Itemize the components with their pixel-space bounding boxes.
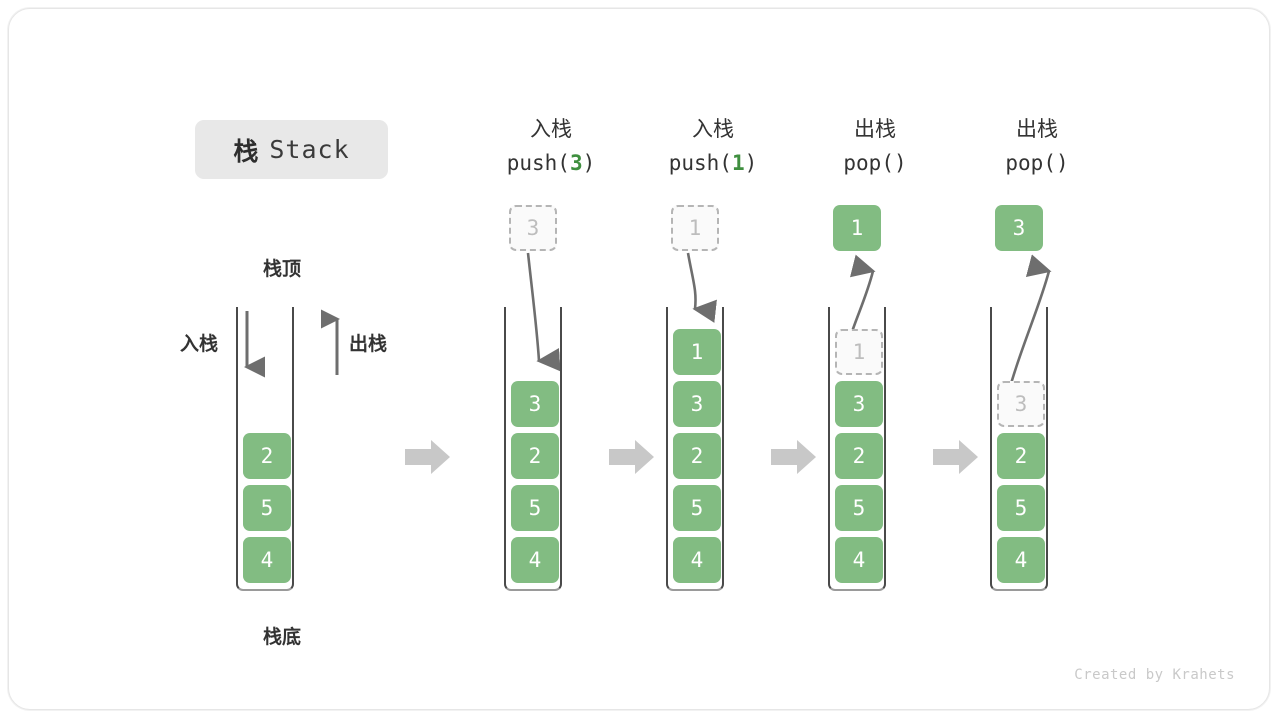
- stack-cell: 2: [511, 433, 559, 479]
- stack-cell: 5: [835, 485, 883, 531]
- column-header-code: push(1): [668, 150, 758, 175]
- column-header-code: pop(): [843, 150, 907, 175]
- stack-column-initial: 2 5 4: [203, 9, 363, 709]
- stack-cell: 4: [511, 537, 559, 583]
- stack-cell: 3: [835, 381, 883, 427]
- stack-cell: 5: [243, 485, 291, 531]
- step-arrow-icon: [933, 440, 978, 474]
- title-cn: 栈: [233, 137, 260, 166]
- stack-cell: 3: [511, 381, 559, 427]
- stack-container: 3 2 5 4: [504, 307, 562, 591]
- stack-cell: 5: [997, 485, 1045, 531]
- column-header-cn: 出栈: [1016, 118, 1058, 141]
- column-header: 入栈 push(3): [471, 114, 631, 179]
- stack-container: 3 2 5 4: [990, 307, 1048, 591]
- column-header: 入栈 push(1): [633, 114, 793, 179]
- stack-cell: 4: [835, 537, 883, 583]
- stack-cell: 4: [243, 537, 291, 583]
- stack-column-push-1: 入栈 push(1) 1 3 2 5 4 1: [633, 9, 793, 709]
- stack-cell: 2: [835, 433, 883, 479]
- stack-cell: 3: [673, 381, 721, 427]
- stack-column-push-3: 入栈 push(3) 3 2 5 4 3: [471, 9, 631, 709]
- step-arrow-icon: [771, 440, 816, 474]
- step-arrow-icon: [405, 440, 450, 474]
- pop-direction-label: 出栈: [349, 334, 388, 355]
- title-badge: 栈 Stack: [195, 120, 388, 179]
- incoming-value-box: 3: [509, 205, 557, 251]
- stack-cell: 4: [997, 537, 1045, 583]
- step-arrow-icon: [609, 440, 654, 474]
- stack-cell: 5: [511, 485, 559, 531]
- column-header: 出栈 pop(): [957, 114, 1117, 179]
- watermark: Created by Krahets: [1074, 667, 1235, 683]
- stack-cell: 4: [673, 537, 721, 583]
- stack-cell: 5: [673, 485, 721, 531]
- code-argument: 1: [731, 150, 745, 175]
- column-header-cn: 入栈: [530, 118, 572, 141]
- stack-bottom-label: 栈底: [263, 627, 302, 648]
- code-argument: 3: [569, 150, 583, 175]
- stack-cell-ghost: 3: [997, 381, 1045, 427]
- popped-value-box: 3: [995, 205, 1043, 251]
- pop-direction-arrow-icon: [321, 307, 340, 375]
- push-direction-label: 入栈: [180, 334, 219, 355]
- title-en: Stack: [269, 135, 350, 164]
- incoming-value-box: 1: [671, 205, 719, 251]
- stack-column-pop-1: 出栈 pop() 1 3 2 5 4 1: [795, 9, 955, 709]
- popped-value-box: 1: [833, 205, 881, 251]
- stack-container: 1 3 2 5 4: [666, 307, 724, 591]
- stack-cell: 2: [997, 433, 1045, 479]
- stack-column-pop-2: 出栈 pop() 3 2 5 4 3: [957, 9, 1117, 709]
- diagram-card: 栈 Stack 栈顶 栈底 入栈 出栈 2 5 4 入栈 push(3): [8, 8, 1270, 710]
- stack-cell: 2: [243, 433, 291, 479]
- push-direction-arrow-icon: [244, 311, 265, 379]
- stack-cell: 1: [673, 329, 721, 375]
- stack-cell-ghost: 1: [835, 329, 883, 375]
- stack-container: 1 3 2 5 4: [828, 307, 886, 591]
- column-header-cn: 出栈: [854, 118, 896, 141]
- stack-cell: 2: [673, 433, 721, 479]
- stack-top-label: 栈顶: [263, 259, 302, 280]
- column-header-code: push(3): [506, 150, 596, 175]
- column-header-cn: 入栈: [692, 118, 734, 141]
- column-header-code: pop(): [1005, 150, 1069, 175]
- column-header: 出栈 pop(): [795, 114, 955, 179]
- stack-container: 2 5 4: [236, 307, 294, 591]
